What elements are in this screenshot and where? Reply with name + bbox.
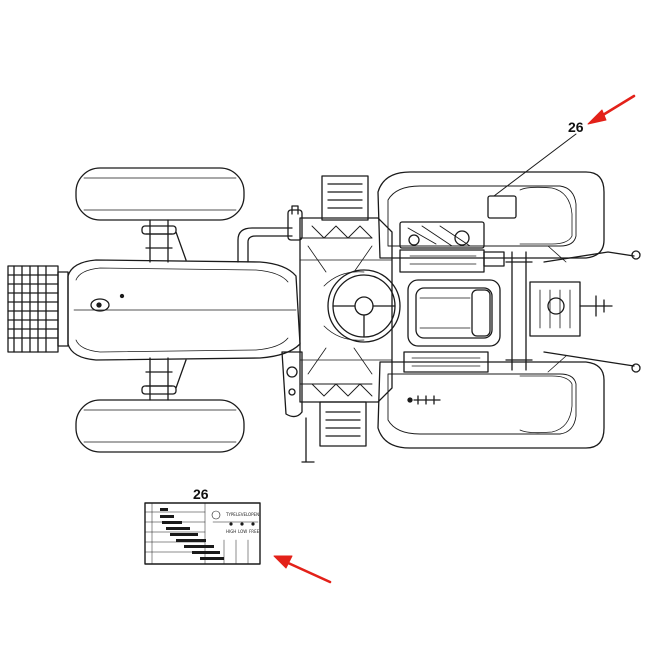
red-arrow-bottom [273, 555, 332, 584]
callout-leader-line [493, 133, 577, 197]
lower-step [301, 401, 367, 463]
control-levers [399, 221, 505, 373]
steering-wheel [323, 269, 401, 343]
operator-seat [407, 279, 501, 347]
decal-label-high: HIGH [226, 529, 236, 534]
front-left-tire [75, 167, 245, 221]
decal-label-type: TYPE [225, 512, 236, 517]
upper-step [321, 175, 369, 221]
callout-number-bottom: 26 [193, 486, 209, 502]
callout-number-top: 26 [568, 119, 584, 135]
rear-hitch [505, 245, 641, 373]
chassis-frame [281, 217, 393, 418]
engine-hood [67, 259, 301, 361]
decal-label-free: FREE [249, 529, 260, 534]
front-weights [7, 265, 69, 353]
decal-label-low: LOW [238, 529, 247, 534]
red-arrow-top [587, 94, 636, 125]
rear-left-fender [377, 171, 605, 259]
exhaust-pipe [237, 205, 303, 263]
decal-label-open: OPEN [248, 512, 259, 517]
rear-right-fender [377, 361, 605, 449]
front-axle [141, 219, 187, 401]
decal-speed-bars [160, 508, 255, 560]
decal-label-level: LEVEL [236, 512, 249, 517]
front-right-tire [75, 399, 245, 453]
